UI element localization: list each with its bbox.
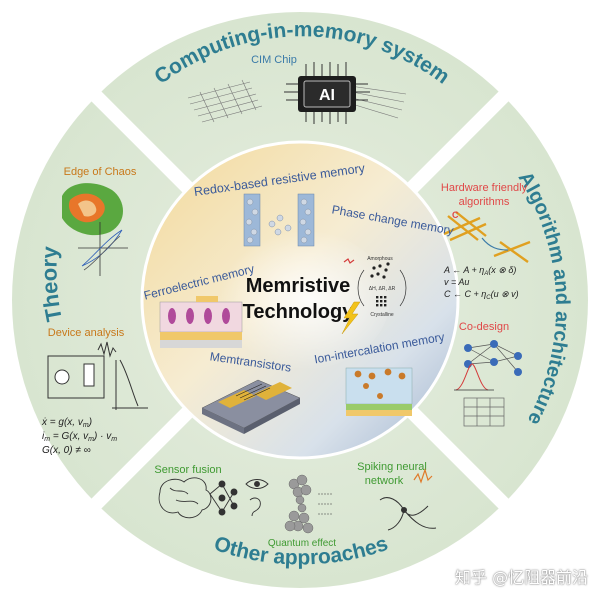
sensor-fusion-label: Sensor fusion	[154, 464, 221, 476]
hysteresis-plot-icon	[78, 222, 128, 276]
energy-levels-icon	[318, 493, 332, 515]
hardware-algorithms-label-2: algorithms	[459, 196, 510, 208]
neural-network-icon	[454, 340, 522, 427]
svg-text:v = Au: v = Au	[444, 277, 469, 287]
hardware-algorithms-label: Hardware friendly	[441, 182, 528, 194]
svg-text:ẋ = g(x, vm): ẋ = g(x, vm)	[41, 417, 92, 429]
circuit-schematic-icon	[47, 341, 148, 410]
brain-sensor-icon	[158, 477, 269, 519]
svg-text:Amorphous: Amorphous	[367, 256, 393, 262]
center-title-line2: Technology	[243, 301, 355, 323]
svg-text:G(x, 0) ≠ ∞: G(x, 0) ≠ ∞	[42, 445, 91, 456]
center-title-line1: Memristive	[246, 275, 351, 297]
atom-chain-icon	[284, 474, 314, 534]
crossbar-c-label: C	[452, 210, 459, 220]
lightning-icon	[341, 301, 361, 335]
crossbar-array-icon	[443, 211, 531, 263]
svg-text:im = G(x, vm) · vm: im = G(x, vm) · vm	[42, 431, 117, 443]
ferroelectric-device-icon	[159, 296, 243, 348]
co-design-label: Co-design	[459, 321, 509, 333]
quantum-effect-label: Quantum effect	[268, 538, 336, 549]
watermark: 知乎 @忆阻器前沿	[455, 568, 589, 587]
chip-wires-illustration	[187, 79, 407, 123]
update-equations: A ← A + ηA(x ⊗ δ) v = Au C ← C + ηC(u ⊗ …	[443, 265, 519, 301]
sector-dividers	[73, 73, 527, 527]
phase-change-cycle-icon: Amorphous ΔH, ΔR, ΔR Crystalline	[343, 256, 407, 318]
spiking-network-label: Spiking neural	[357, 461, 427, 473]
memtransistor-device-icon	[201, 379, 301, 434]
device-equations: ẋ = g(x, vm) im = G(x, vm) · vm G(x, 0) …	[41, 417, 117, 456]
neuron-spike-icon	[379, 468, 437, 531]
device-analysis-label: Device analysis	[48, 327, 125, 339]
svg-text:ΔH, ΔR, ΔR: ΔH, ΔR, ΔR	[369, 286, 396, 292]
edge-of-chaos-label: Edge of Chaos	[64, 166, 137, 178]
svg-text:C ← C + ηC(u ⊗ v): C ← C + ηC(u ⊗ v)	[444, 289, 519, 301]
ion-intercalation-device-icon	[345, 367, 413, 416]
center-glow	[210, 230, 390, 370]
cim-chip-label: CIM Chip	[251, 54, 297, 66]
svg-text:Crystalline: Crystalline	[370, 312, 394, 318]
spiking-network-label-2: network	[365, 475, 404, 487]
chip-ai-text: AI	[319, 87, 335, 104]
crossbar-arrow	[481, 237, 509, 251]
edge-of-chaos-blob	[62, 183, 123, 236]
svg-text:A ← A + ηA(x ⊗ δ): A ← A + ηA(x ⊗ δ)	[443, 265, 516, 277]
redox-memory-device-icon	[243, 193, 315, 247]
ai-chip-icon: AI	[284, 62, 370, 124]
